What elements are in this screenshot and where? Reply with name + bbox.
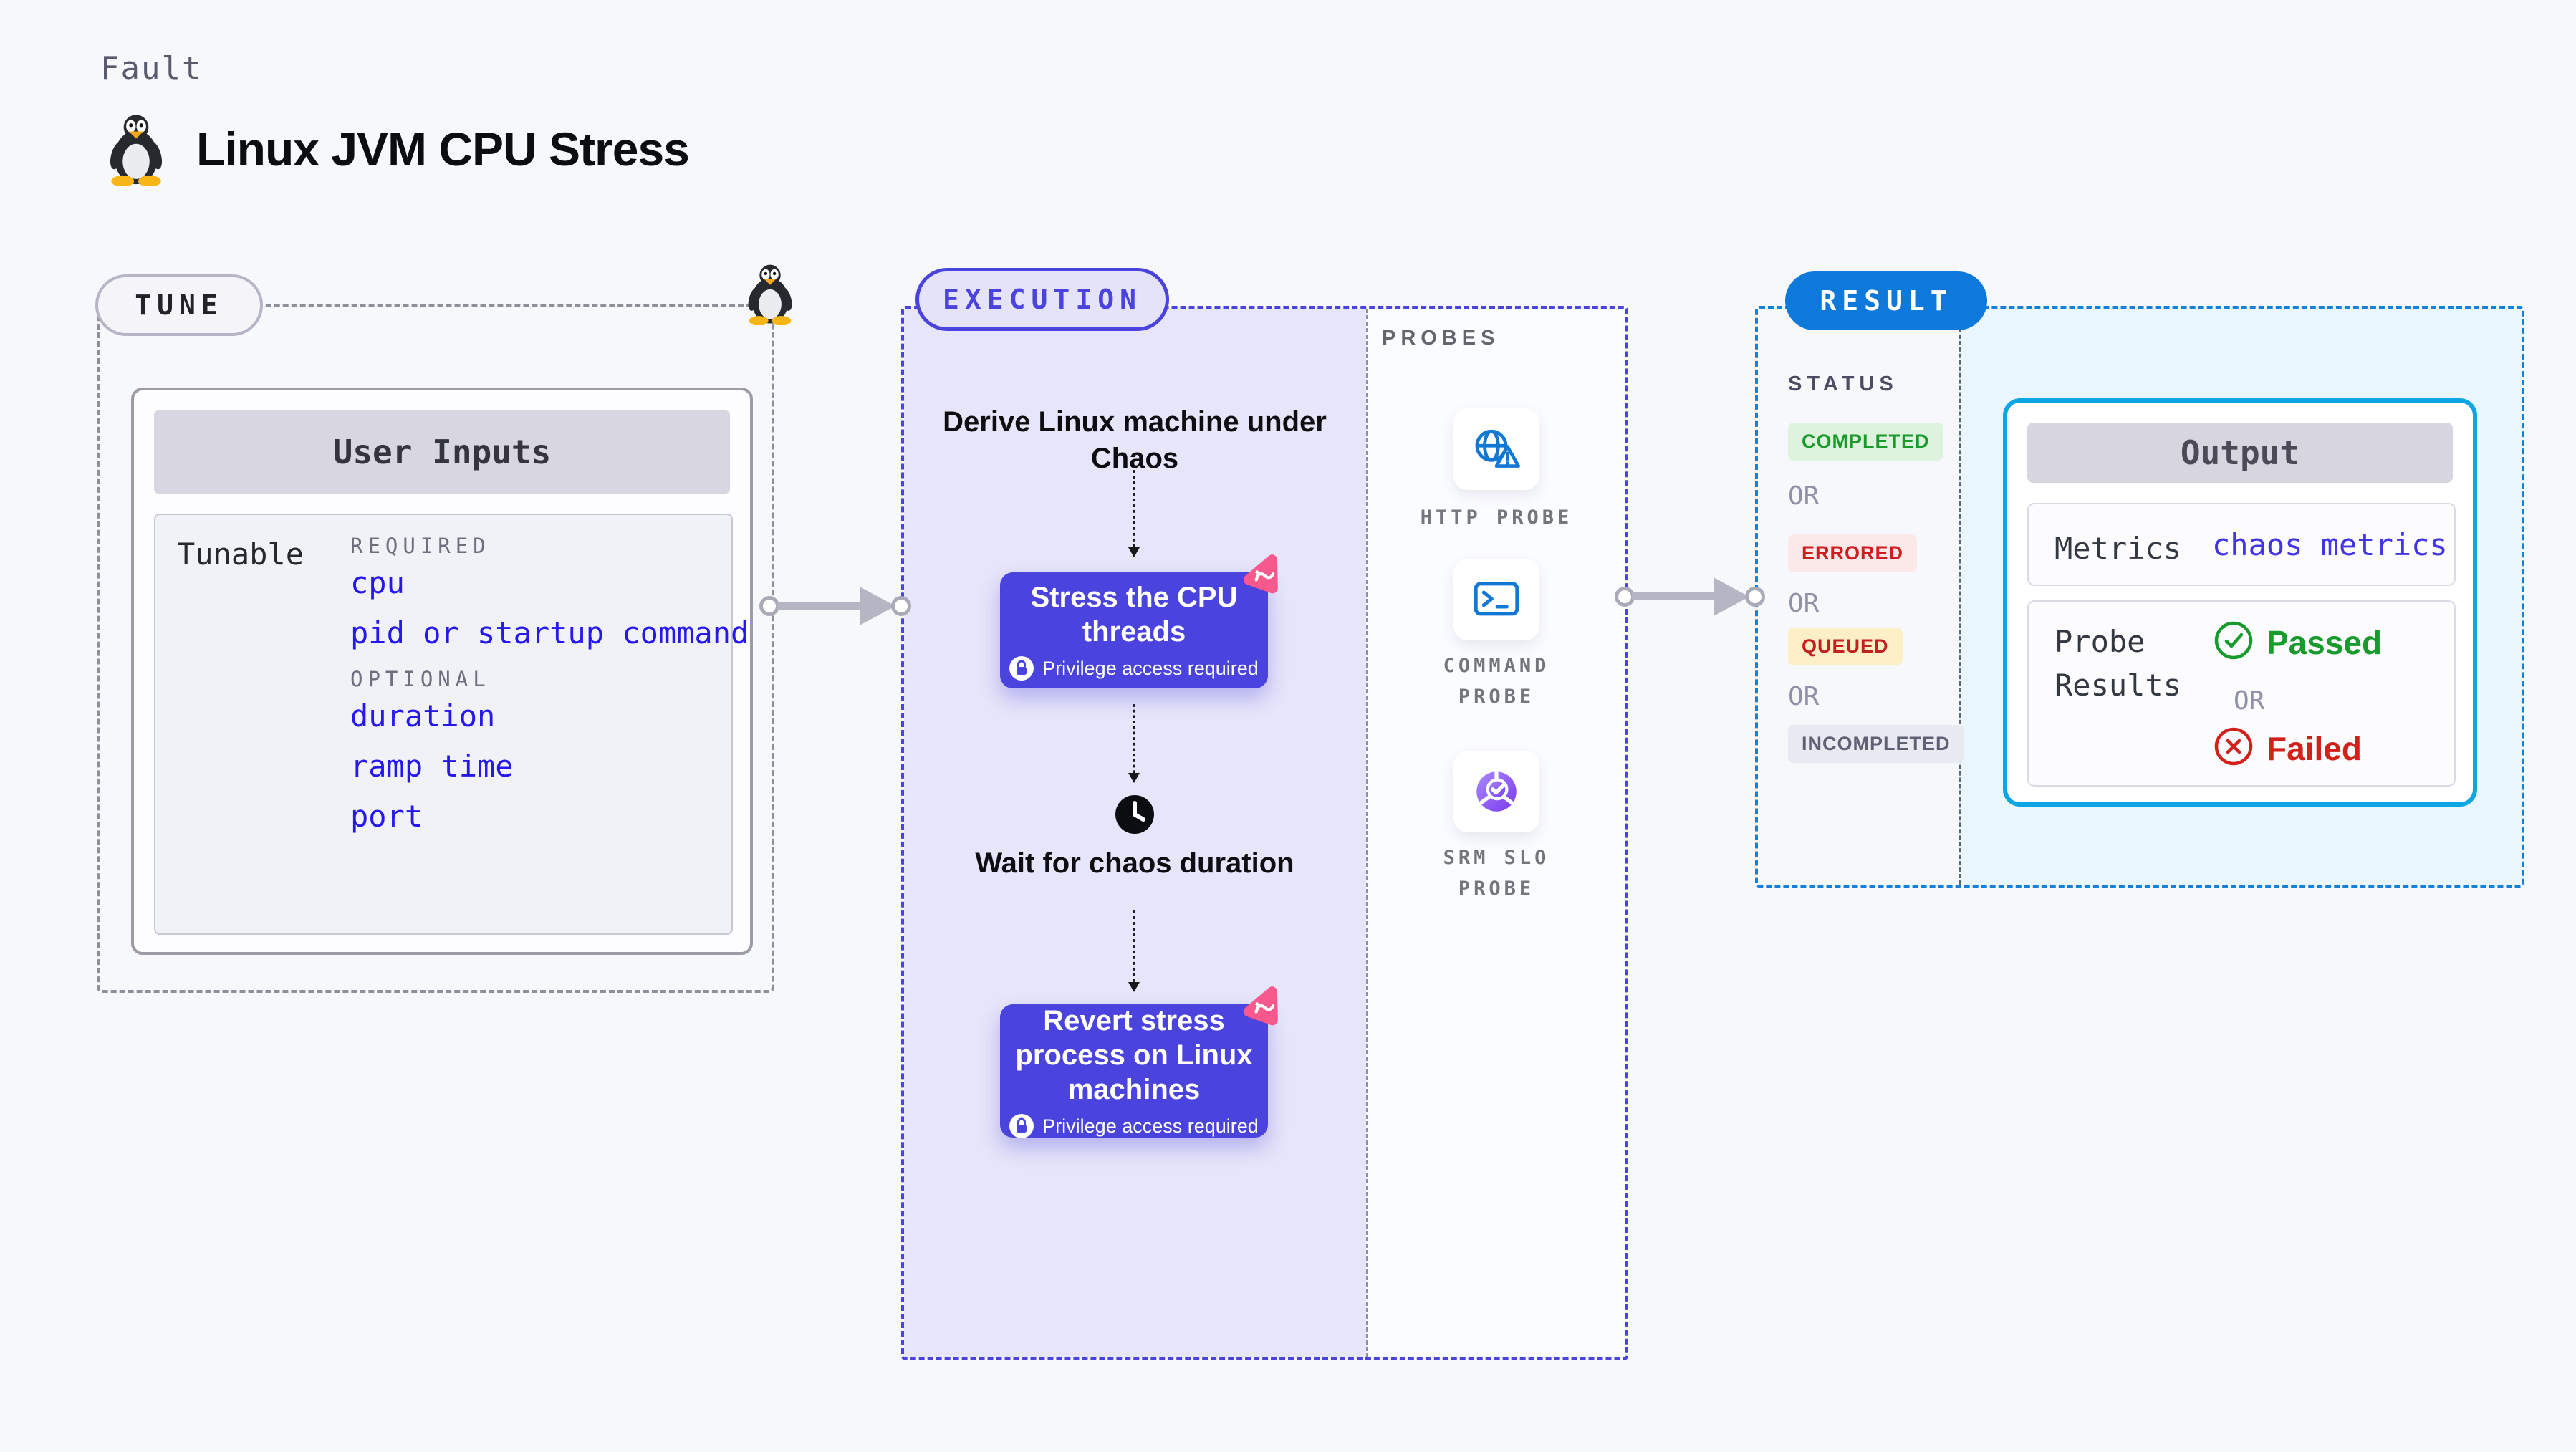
probes-divider xyxy=(1366,309,1368,1357)
step-title: Revert stress process on Linux machines xyxy=(1015,1005,1253,1105)
step-stress-cpu-node: Stress the CPU threads Privilege access … xyxy=(1000,554,1278,688)
tunable-item: ramp time xyxy=(350,749,514,784)
result-pill: RESULT xyxy=(1785,271,1987,330)
globe-warning-icon xyxy=(1469,425,1524,473)
litmus-chaos-icon xyxy=(1238,984,1285,1032)
flow-arrow-down xyxy=(1128,910,1140,992)
tunable-item: duration xyxy=(350,698,496,734)
user-inputs-card: User Inputs Tunable REQUIRED cpu pid or … xyxy=(131,388,753,955)
clock-icon xyxy=(1114,794,1155,835)
status-badge: COMPLETED xyxy=(1788,423,1943,461)
status-heading: STATUS xyxy=(1788,372,1898,395)
probe-label: SRM SLO PROBE xyxy=(1443,847,1550,900)
privilege-note: Privilege access required xyxy=(1042,1115,1259,1137)
probe-results-row: Probe Results Passed OR Failed xyxy=(2027,600,2456,787)
or-separator: OR xyxy=(1788,682,1820,711)
x-circle-icon xyxy=(2214,726,2254,766)
passed-label: Passed xyxy=(2267,624,2383,661)
lock-icon xyxy=(1009,1114,1034,1138)
check-circle-icon xyxy=(2214,620,2254,660)
probe-results-label: Probe Results xyxy=(2054,624,2182,703)
probes-heading: PROBES xyxy=(1382,327,1500,350)
step-revert-stress-node: Revert stress process on Linux machines … xyxy=(1000,986,1278,1138)
required-heading: REQUIRED xyxy=(350,534,491,558)
tunable-item: cpu xyxy=(350,565,405,600)
metrics-label: Metrics xyxy=(2054,531,2182,566)
tunable-item: pid or startup command xyxy=(350,615,749,650)
status-badge: ERRORED xyxy=(1788,534,1918,572)
metrics-row: Metrics chaos metrics xyxy=(2027,503,2456,586)
flow-arrow-down xyxy=(1128,704,1140,783)
status-divider xyxy=(1959,309,1961,885)
or-separator: OR xyxy=(2234,686,2265,716)
user-inputs-body: Tunable REQUIRED cpu pid or startup comm… xyxy=(154,514,749,935)
execution-pill: EXECUTION xyxy=(915,268,1169,331)
arrow-right-connector xyxy=(759,587,911,627)
metrics-value: chaos metrics xyxy=(2212,527,2448,562)
command-probe-card xyxy=(1453,559,1539,640)
or-separator: OR xyxy=(1788,481,1820,511)
http-probe-card xyxy=(1453,408,1539,490)
step-derive-machine: Derive Linux machine under Chaos xyxy=(943,406,1327,475)
lock-icon xyxy=(1009,656,1034,681)
tune-section xyxy=(97,304,774,993)
output-title: Output xyxy=(2027,423,2453,483)
page-title: Linux JVM CPU Stress xyxy=(196,122,690,176)
user-inputs-title: User Inputs xyxy=(154,410,730,494)
tune-pill: TUNE xyxy=(95,274,263,336)
step-title: Stress the CPU threads xyxy=(1030,582,1238,648)
tux-penguin-icon xyxy=(744,262,797,326)
optional-heading: OPTIONAL xyxy=(350,667,491,691)
output-card: Output Metrics chaos metrics Probe Resul… xyxy=(2003,398,2477,807)
status-badge: INCOMPLETED xyxy=(1788,725,1964,763)
probe-label: COMMAND PROBE xyxy=(1443,655,1550,708)
pie-check-icon xyxy=(1474,769,1519,814)
execution-section: Derive Linux machine under Chaos Stress … xyxy=(901,306,1628,1360)
tunable-label: Tunable xyxy=(177,537,304,572)
flow-arrow-down xyxy=(1128,470,1140,557)
terminal-icon xyxy=(1471,577,1522,622)
tux-penguin-icon xyxy=(105,112,168,187)
fault-category-label: Fault xyxy=(100,50,203,87)
srm-slo-probe-card xyxy=(1453,751,1539,832)
tunable-item: port xyxy=(350,799,423,834)
step-wait-duration: Wait for chaos duration xyxy=(975,847,1294,879)
status-badge: QUEUED xyxy=(1788,628,1903,665)
privilege-note: Privilege access required xyxy=(1042,657,1259,679)
probe-label: HTTP PROBE xyxy=(1420,506,1573,529)
result-section: STATUS COMPLETED OR ERRORED OR QUEUED OR… xyxy=(1755,306,2524,888)
litmus-chaos-icon xyxy=(1238,552,1285,600)
or-separator: OR xyxy=(1788,589,1820,618)
failed-label: Failed xyxy=(2267,730,2362,767)
arrow-right-connector xyxy=(1615,577,1767,617)
